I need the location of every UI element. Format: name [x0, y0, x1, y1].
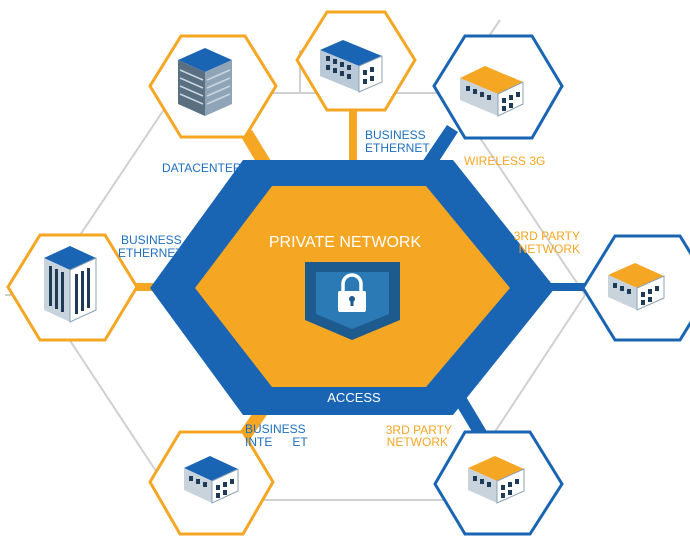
third-party-bottom-label-1: 3RD PARTY [386, 423, 452, 437]
business-ethernet-top-label-2: ETHERNET [365, 141, 430, 155]
datacenter-label: DATACENTER [162, 161, 242, 175]
access-label: ACCESS [327, 390, 381, 405]
node-top-office [295, 10, 417, 112]
office-building-icon [460, 66, 524, 117]
third-party-right-label-2: NETWORK [519, 242, 580, 256]
business-ethernet-left-label-2: ETHERNET [118, 246, 183, 260]
office-building-icon [608, 263, 665, 311]
business-internet-label-1: BUSINESS [245, 422, 306, 436]
node-bottom-left-office [148, 430, 275, 536]
office-building-icon [320, 40, 383, 93]
business-ethernet-top-label-1: BUSINESS [365, 128, 426, 142]
business-internet-label-2: INTE ET [245, 435, 308, 449]
node-bottom-right-office [433, 430, 564, 536]
connector-top [349, 110, 357, 188]
lock-icon [338, 273, 366, 312]
node-wireless-office [432, 34, 564, 140]
third-party-bottom-label-2: NETWORK [387, 435, 448, 449]
office-building-icon [468, 456, 525, 504]
security-shield [305, 262, 400, 340]
wireless-label: WIRELESS 3G [464, 154, 545, 168]
business-ethernet-left-label-1: BUSINESS [121, 233, 182, 247]
server-rack-icon [178, 48, 232, 116]
node-left-tower [6, 233, 139, 342]
private-network-title: PRIVATE NETWORK [269, 234, 422, 251]
office-building-icon [184, 456, 239, 504]
connector-right [520, 283, 600, 291]
node-datacenter [148, 34, 278, 139]
node-right-office [581, 234, 690, 342]
third-party-right-label-1: 3RD PARTY [514, 229, 580, 243]
tower-building-icon [44, 246, 97, 323]
